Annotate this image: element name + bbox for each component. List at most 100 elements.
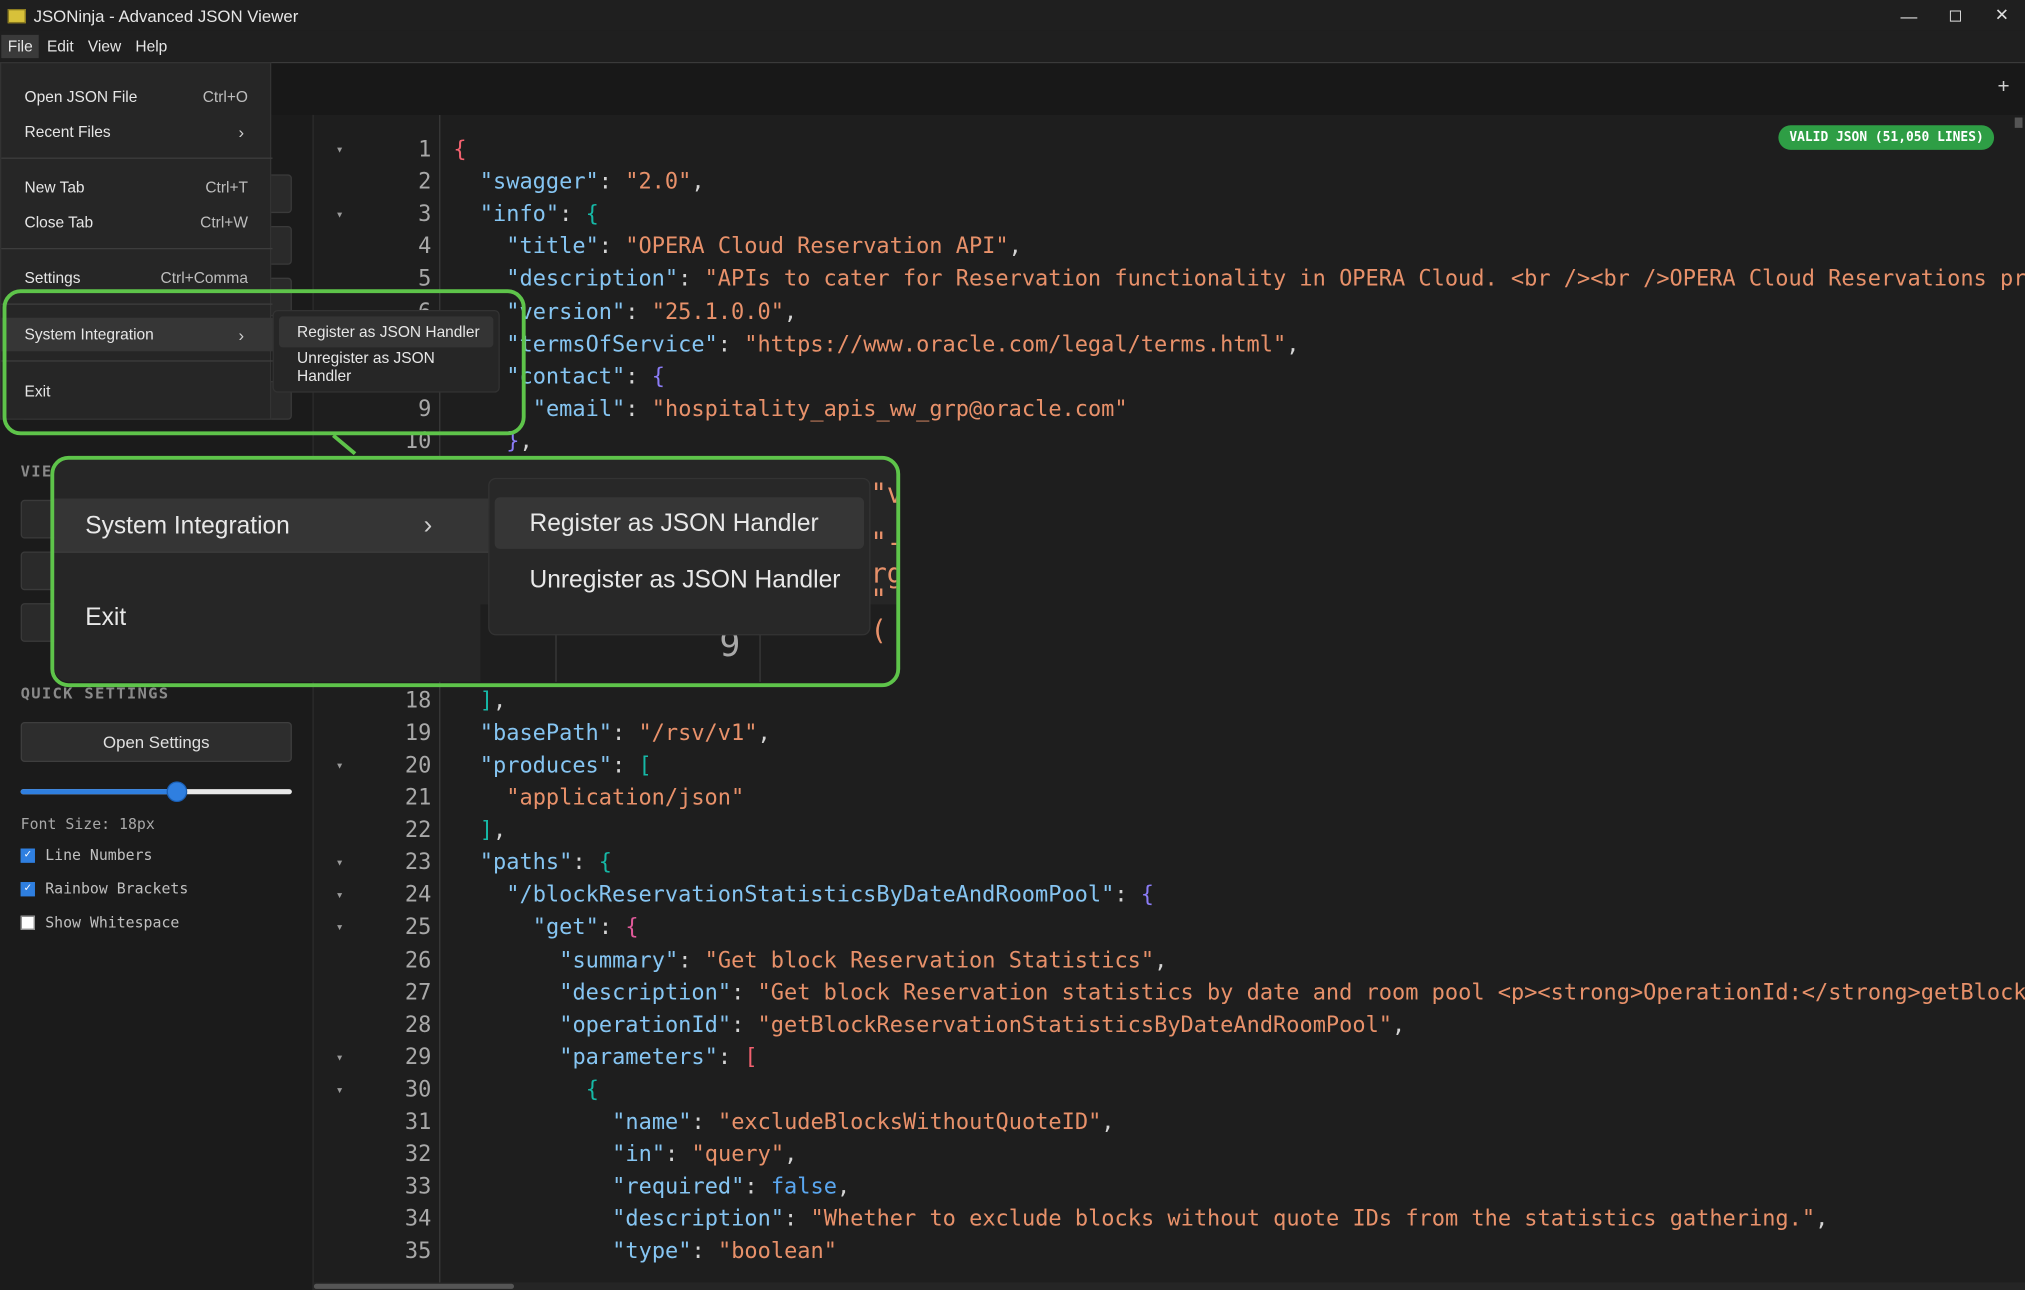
shortcut-label: Ctrl+Comma — [160, 268, 248, 287]
register-json-handler-item[interactable]: Register as JSON Handler — [278, 316, 494, 348]
menu-view[interactable]: View — [87, 37, 122, 56]
code-line: 28 "operationId": "getBlockReservationSt… — [314, 1010, 2025, 1042]
line-number: 9 — [418, 396, 432, 423]
view-heading: VIE — [20, 462, 53, 481]
code-text: "contact": { — [506, 363, 665, 390]
line-number: 3 — [418, 201, 432, 228]
menu-new-tab[interactable]: New Tab Ctrl+T — [1, 170, 272, 204]
chevron-right-icon: › — [423, 511, 433, 540]
fold-toggle-icon[interactable]: ▾ — [335, 1083, 344, 1098]
code-text: "basePath": "/rsv/v1", — [479, 720, 771, 747]
code-line: ▾ 20 "produces": [ — [314, 750, 2025, 782]
code-text: "description": "Whether to exclude block… — [612, 1206, 1829, 1233]
code-text: "in": "query", — [612, 1141, 798, 1168]
code-line: 9 "email": "hospitality_apis_ww_grp@orac… — [314, 394, 2025, 426]
font-size-slider[interactable] — [20, 781, 292, 803]
menu-item-label: Exit — [24, 382, 51, 401]
fold-toggle-icon[interactable]: ▾ — [335, 856, 344, 871]
unregister-json-handler-item[interactable]: Unregister as JSON Handler — [279, 348, 493, 385]
code-text: "operationId": "getBlockReservationStati… — [559, 1012, 1406, 1038]
json-editor[interactable]: ▾1{2 "swagger": "2.0",▾3 "info": {4 "tit… — [313, 114, 2025, 1290]
zoom-system-integration-label: System Integration — [85, 512, 290, 540]
fold-toggle-icon[interactable]: ▾ — [335, 143, 344, 158]
code-text: "required": false, — [612, 1174, 851, 1201]
code-line: 10 }, — [314, 426, 2025, 458]
zoom-unregister-label[interactable]: Unregister as JSON Handler — [529, 566, 841, 595]
menu-file[interactable]: File — [1, 34, 40, 59]
code-line: 2 "swagger": "2.0", — [314, 167, 2025, 199]
line-number: 23 — [404, 850, 432, 876]
fold-toggle-icon[interactable]: ▾ — [335, 759, 344, 774]
zoom-code-fragment: "( — [870, 583, 887, 646]
code-line: 5 "description": "APIs to cater for Rese… — [314, 264, 2025, 296]
code-text: "produces": [ — [479, 752, 652, 779]
menu-item-label: Unregister as JSON Handler — [297, 348, 435, 385]
checkbox-unchecked-icon[interactable] — [20, 915, 35, 930]
line-number: 22 — [404, 817, 432, 844]
show-whitespace-toggle[interactable]: Show Whitespace — [20, 913, 180, 932]
horizontal-scrollbar[interactable] — [313, 1282, 2025, 1290]
menu-item-label: Open JSON File — [24, 87, 138, 106]
line-number: 20 — [404, 752, 432, 779]
zoom-gutter-line — [759, 604, 761, 682]
menu-close-tab[interactable]: Close Tab Ctrl+W — [1, 205, 272, 239]
zoom-register-label[interactable]: Register as JSON Handler — [529, 510, 819, 538]
fold-toggle-icon[interactable]: ▾ — [335, 208, 344, 223]
code-text: "swagger": "2.0", — [479, 169, 705, 196]
add-tab-button[interactable]: + — [1997, 76, 2010, 99]
line-number: 30 — [404, 1076, 432, 1103]
line-number: 4 — [418, 234, 432, 260]
code-text: { — [585, 1076, 599, 1103]
checkbox-checked-icon[interactable]: ✓ — [20, 881, 35, 896]
menu-edit[interactable]: Edit — [46, 37, 74, 56]
fold-toggle-icon[interactable]: ▾ — [335, 921, 344, 936]
app-icon — [7, 8, 26, 23]
zoom-code-fragment: "v — [870, 477, 896, 509]
code-line: 27 "description": "Get block Reservation… — [314, 977, 2025, 1009]
window-controls: — ◻ ✕ — [1886, 0, 2025, 31]
zoom-system-integration-item[interactable] — [54, 498, 489, 553]
shortcut-label: Ctrl+W — [200, 213, 248, 232]
vertical-scrollbar[interactable] — [2014, 117, 2023, 128]
menu-open-json-file[interactable]: Open JSON File Ctrl+O — [1, 80, 272, 114]
show-whitespace-label: Show Whitespace — [45, 913, 180, 932]
minimize-icon[interactable]: — — [1900, 5, 1918, 26]
code-line: 32 "in": "query", — [314, 1139, 2025, 1171]
fold-toggle-icon[interactable]: ▾ — [335, 888, 344, 904]
code-text: "get": { — [532, 914, 639, 941]
line-number: 35 — [404, 1239, 432, 1265]
maximize-icon[interactable]: ◻ — [1948, 5, 1963, 25]
menu-bar: File Edit View Help — [0, 30, 2025, 64]
line-number: 34 — [404, 1206, 432, 1233]
menu-exit[interactable]: Exit — [1, 375, 272, 409]
menu-settings[interactable]: Settings Ctrl+Comma — [1, 261, 272, 295]
close-icon[interactable]: ✕ — [1994, 5, 2009, 25]
shortcut-label: Ctrl+T — [205, 178, 248, 197]
fold-toggle-icon[interactable]: ▾ — [335, 1051, 344, 1066]
zoom-register-highlight[interactable] — [494, 497, 865, 549]
menu-help[interactable]: Help — [135, 37, 168, 56]
slider-thumb[interactable] — [166, 781, 187, 803]
code-line: 18 ], — [314, 685, 2025, 717]
code-text: "email": "hospitality_apis_ww_grp@oracle… — [532, 396, 1128, 423]
menu-system-integration[interactable]: System Integration › — [1, 317, 273, 352]
checkbox-checked-icon[interactable]: ✓ — [20, 847, 35, 863]
code-text: "info": { — [479, 201, 599, 228]
scrollbar-thumb[interactable] — [313, 1283, 515, 1289]
code-line: 6 "version": "25.1.0.0", — [314, 296, 2025, 328]
valid-json-badge: VALID JSON (51,050 LINES) — [1779, 125, 1995, 150]
rainbow-brackets-toggle[interactable]: ✓ Rainbow Brackets — [20, 880, 188, 898]
zoom-gutter-line — [555, 604, 557, 682]
menu-divider — [1, 247, 273, 250]
menu-divider — [1, 360, 273, 362]
code-line: ▾23 "paths": { — [314, 847, 2025, 879]
zoom-outline — [50, 455, 901, 688]
line-number: 33 — [404, 1174, 432, 1201]
code-text: "type": "boolean" — [612, 1239, 837, 1265]
line-numbers-toggle[interactable]: ✓ Line Numbers — [20, 846, 153, 864]
zoom-exit-label[interactable]: Exit — [85, 604, 127, 632]
chevron-right-icon: › — [238, 324, 245, 345]
menu-recent-files[interactable]: Recent Files › — [1, 115, 272, 149]
code-text: "/blockReservationStatisticsByDateAndRoo… — [506, 882, 1155, 909]
open-settings-button[interactable]: Open Settings — [20, 721, 292, 762]
